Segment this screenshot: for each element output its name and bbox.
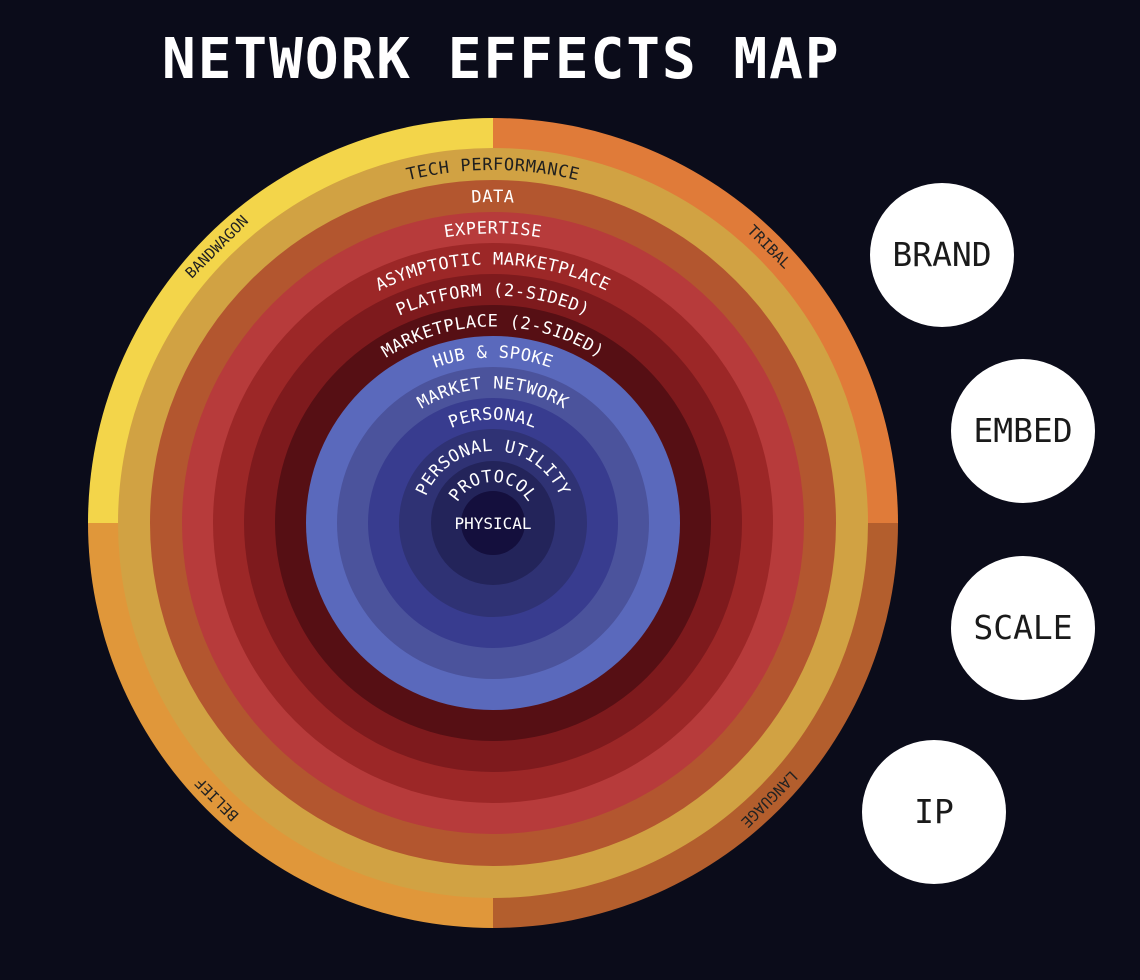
badge-label-embed: EMBED (973, 411, 1072, 450)
ring-label-physical: PHYSICAL (454, 514, 531, 533)
ring-label-expertise: EXPERTISE (443, 218, 544, 242)
ring-physical (461, 491, 525, 555)
page-title: NETWORK EFFECTS MAP (162, 27, 841, 92)
badge-ip (862, 740, 1006, 884)
badge-brand (870, 183, 1014, 327)
badge-scale (951, 556, 1095, 700)
badge-label-ip: IP (914, 792, 954, 831)
badge-label-scale: SCALE (973, 608, 1072, 647)
badge-label-brand: BRAND (892, 235, 991, 274)
ring-label-data: DATA (471, 187, 515, 208)
concentric-rings (118, 148, 868, 898)
badge-embed (951, 359, 1095, 503)
side-badges: BRAND EMBED SCALE IP (862, 183, 1095, 884)
